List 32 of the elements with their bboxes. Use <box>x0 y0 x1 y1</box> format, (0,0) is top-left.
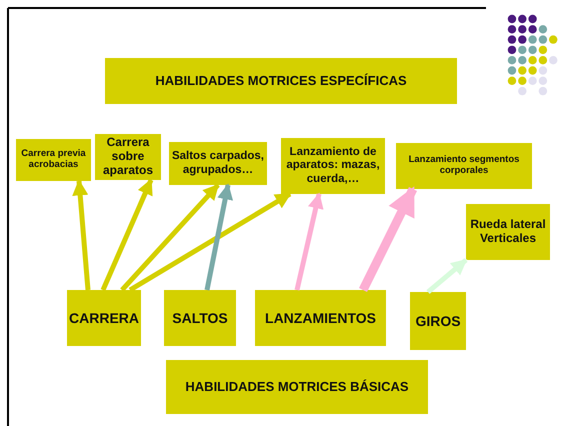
arrow <box>426 258 468 294</box>
skill-label: Carrera sobre aparatos <box>102 136 154 178</box>
skill-label: Lanzamiento de aparatos: mazas, cuerda,… <box>285 146 381 186</box>
skill-box <box>281 138 385 194</box>
skill-label: SALTOS <box>172 310 228 326</box>
skill-box <box>166 360 428 414</box>
skill-box <box>95 134 161 180</box>
skill-box <box>466 204 550 260</box>
skill-box <box>164 290 236 346</box>
arrow <box>128 192 292 292</box>
arrow <box>358 186 418 292</box>
skill-label: CARRERA <box>69 310 139 326</box>
skill-label: Saltos carpados, agrupados… <box>171 150 265 177</box>
skill-label: Rueda lateral Verticales <box>469 218 547 246</box>
arrow <box>100 178 154 291</box>
arrow <box>204 183 234 290</box>
skill-label: LANZAMIENTOS <box>265 310 376 326</box>
skill-box <box>16 139 91 181</box>
skill-box <box>255 290 386 346</box>
skill-label: Carrera previa acrobacias <box>20 149 87 171</box>
arrow <box>72 179 90 290</box>
skill-box <box>396 143 532 189</box>
skill-label: HABILIDADES MOTRICES BÁSICAS <box>185 380 409 394</box>
skill-box <box>410 292 466 350</box>
skill-label: GIROS <box>415 312 461 330</box>
skill-box <box>67 290 141 346</box>
arrow <box>120 183 220 292</box>
skill-box <box>169 142 267 185</box>
skill-label: HABILIDADES MOTRICES ESPECÍFICAS <box>155 74 407 88</box>
arrow <box>294 192 324 291</box>
skill-label: Lanzamiento segmentos corporales <box>408 155 520 177</box>
skill-box <box>105 58 457 104</box>
